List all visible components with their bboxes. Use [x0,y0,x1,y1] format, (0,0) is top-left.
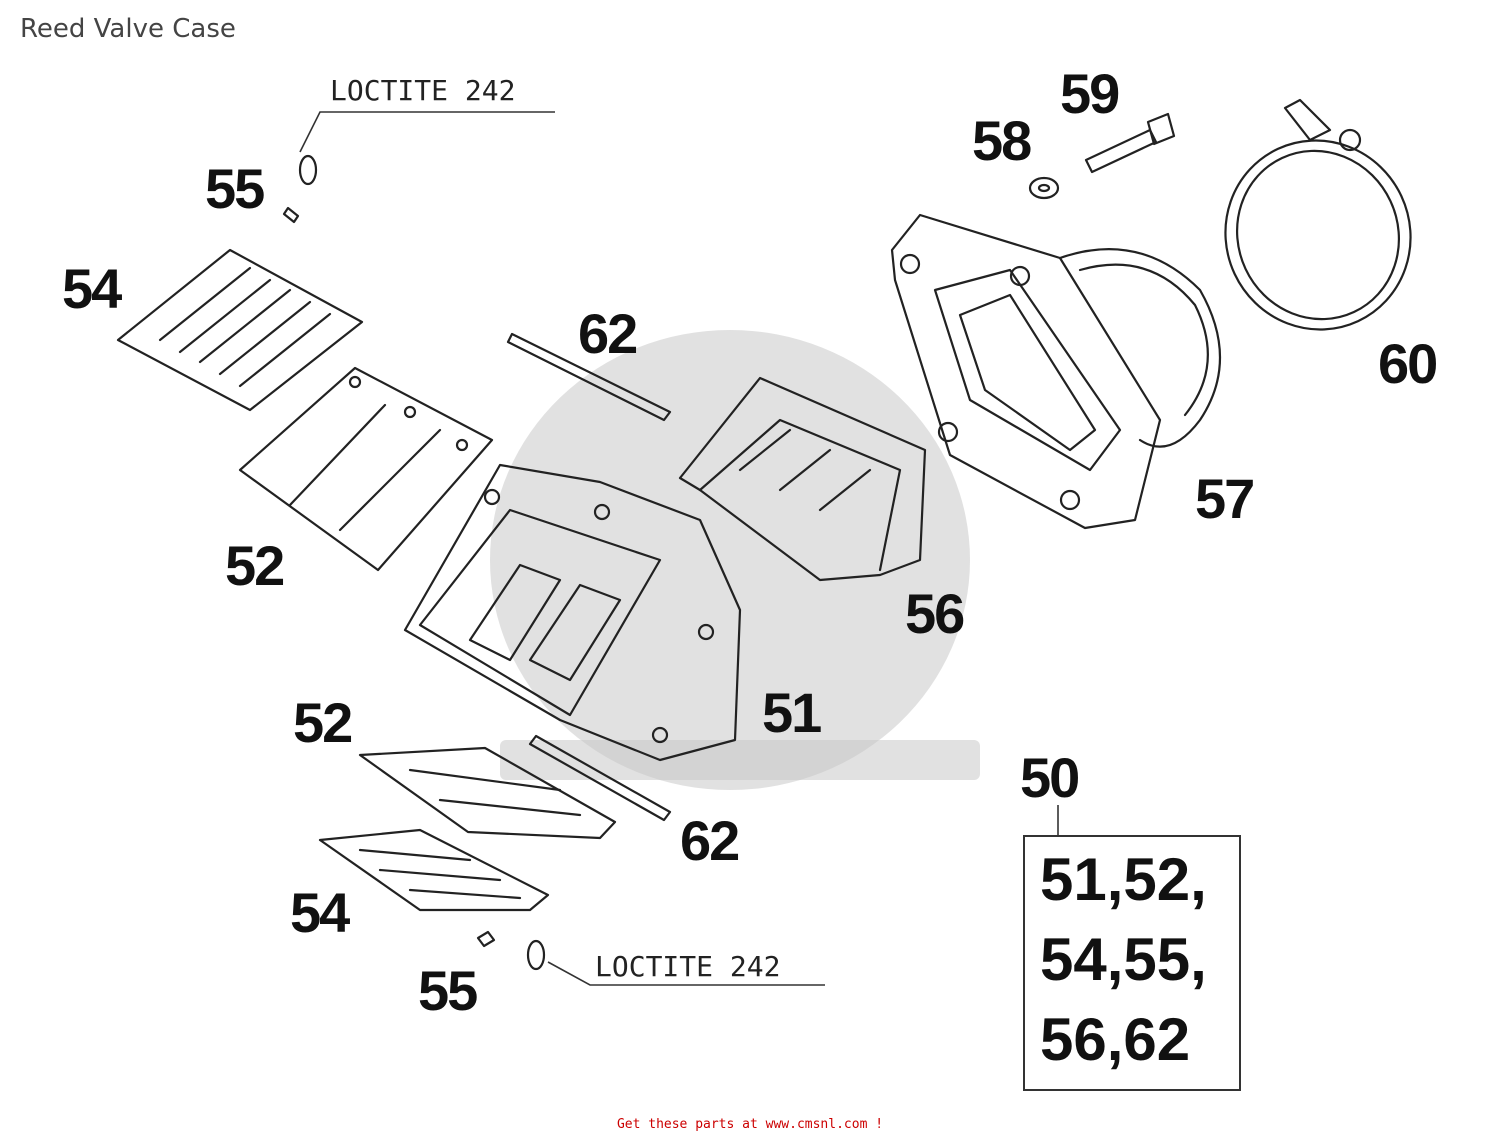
part-label-54-bottom: 54 [290,881,350,944]
part-label-52-bottom: 52 [293,691,351,754]
part-label-59: 59 [1060,62,1119,125]
part-55-bottom-drawing [476,930,825,986]
watermark [490,330,980,790]
part-58-drawing [1028,176,1060,200]
part-51-drawing [403,463,742,762]
loctite-note-bottom: LOCTITE 242 [595,950,780,983]
part-52-bottom-drawing [358,746,617,840]
part-59-drawing [1084,112,1176,174]
kit-box-line-2: 54,55, [1040,926,1207,993]
part-label-58: 58 [972,109,1031,172]
part-label-55-top: 55 [205,157,264,220]
footer-link[interactable]: Get these parts at www.cmsnl.com ! [616,1117,884,1132]
part-label-60: 60 [1378,332,1436,395]
part-label-52-top: 52 [225,534,283,597]
part-label-51: 51 [762,681,821,744]
part-57-drawing [890,213,1221,530]
part-label-54-top: 54 [62,257,122,320]
part-56-drawing [678,376,927,582]
part-55-top-drawing [282,111,555,224]
part-54-bottom-drawing [318,828,550,912]
kit-box: 51,52, 54,55, 56,62 [1023,805,1241,1091]
part-label-56: 56 [905,582,964,645]
part-52-top-drawing [238,366,494,572]
part-label-57: 57 [1195,467,1253,530]
part-62-bottom-drawing [528,734,672,822]
kit-box-line-3: 56,62 [1040,1006,1190,1073]
part-54-top-drawing [116,248,364,412]
part-label-55-bottom: 55 [418,959,477,1022]
page-title: Reed Valve Case [20,14,236,44]
part-label-62-top: 62 [578,302,636,365]
part-62-top-drawing [506,332,672,422]
part-label-62-bottom: 62 [680,809,738,872]
kit-box-line-1: 51,52, [1040,846,1207,913]
part-60-drawing [1224,98,1412,331]
part-label-50: 50 [1020,746,1078,809]
loctite-note-top: LOCTITE 242 [330,74,515,107]
